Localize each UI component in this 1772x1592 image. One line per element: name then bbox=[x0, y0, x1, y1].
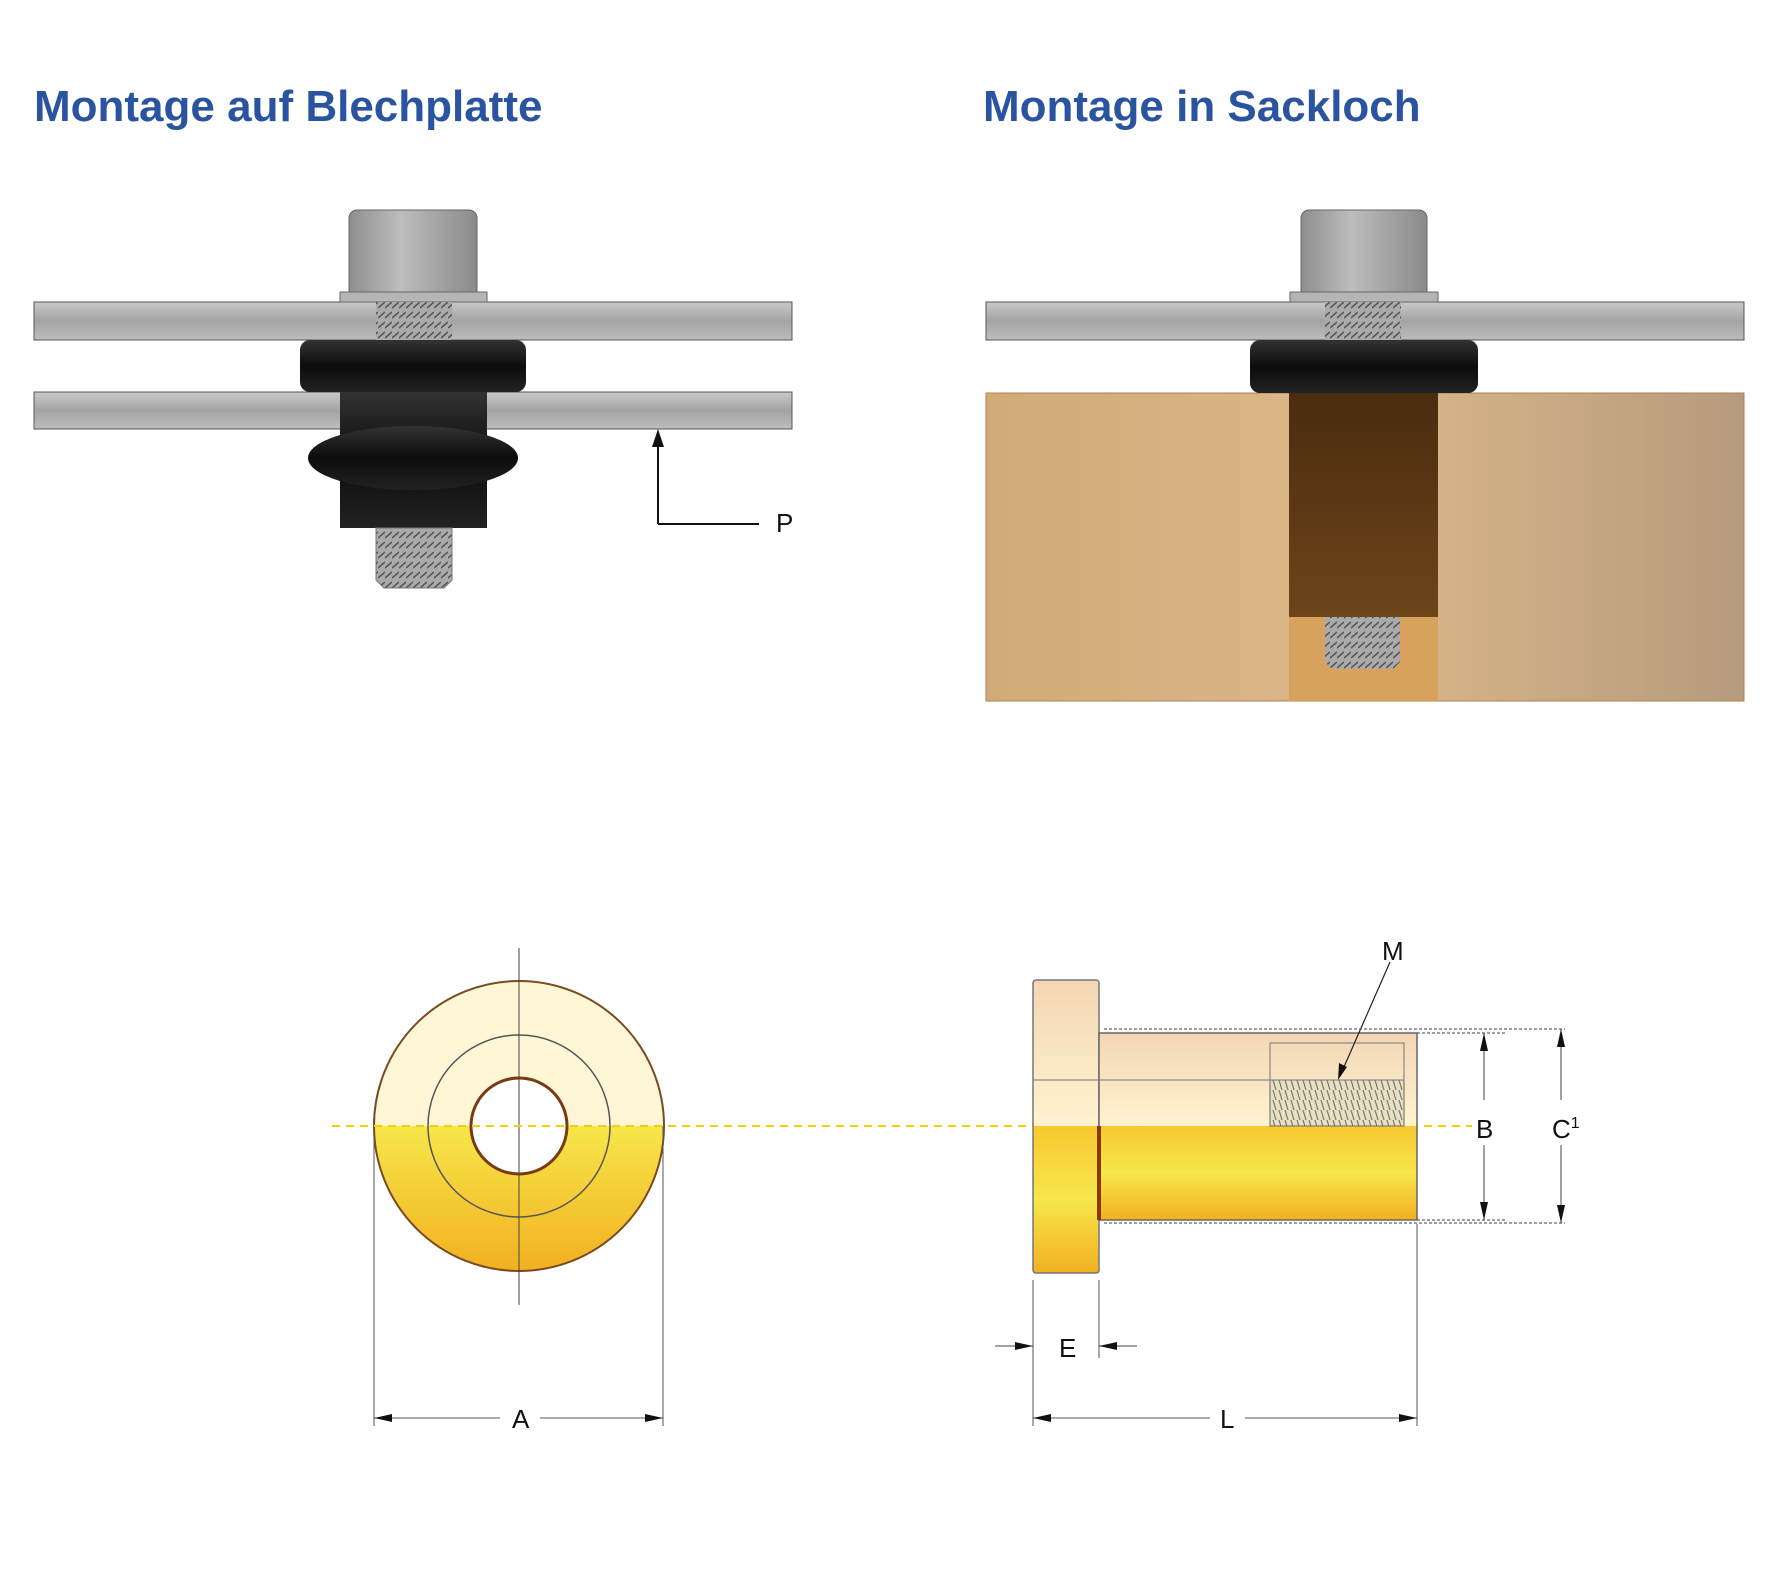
front-view: A bbox=[373, 948, 665, 1434]
dimension-label-p: P bbox=[776, 508, 793, 538]
dimension-label-e: E bbox=[1059, 1333, 1076, 1363]
blind-hole bbox=[1289, 393, 1438, 617]
dimension-label-l: L bbox=[1220, 1404, 1234, 1434]
rubber-washer bbox=[1250, 340, 1478, 393]
dimension-label-m: M bbox=[1382, 936, 1404, 966]
cap-collar bbox=[339, 291, 488, 303]
dimension-label-b: B bbox=[1476, 1114, 1493, 1144]
thread-in-hole bbox=[1325, 617, 1400, 669]
cap-nut bbox=[348, 209, 478, 299]
rubber-washer bbox=[300, 340, 526, 392]
thread-bolt bbox=[375, 527, 453, 589]
dimension-label-c: C1 bbox=[1552, 1114, 1580, 1144]
arrow-head-icon bbox=[652, 429, 664, 447]
thread-upper bbox=[1325, 302, 1401, 340]
blind-hole-assembly bbox=[985, 209, 1745, 702]
thread-upper bbox=[376, 302, 452, 340]
dimension-label-a: A bbox=[512, 1404, 530, 1434]
cap-nut bbox=[1300, 209, 1428, 299]
internal-thread bbox=[1269, 1079, 1405, 1127]
title-sheet-metal-mounting: Montage auf Blechplatte bbox=[34, 82, 543, 131]
title-blind-hole-mounting: Montage in Sackloch bbox=[983, 82, 1421, 131]
sheet-metal-assembly: P bbox=[33, 209, 793, 589]
rubber-bulge bbox=[308, 426, 518, 490]
cap-collar bbox=[1289, 291, 1439, 303]
p-dimension-arrow bbox=[657, 432, 759, 525]
side-view: M B C1 E L bbox=[995, 936, 1580, 1434]
